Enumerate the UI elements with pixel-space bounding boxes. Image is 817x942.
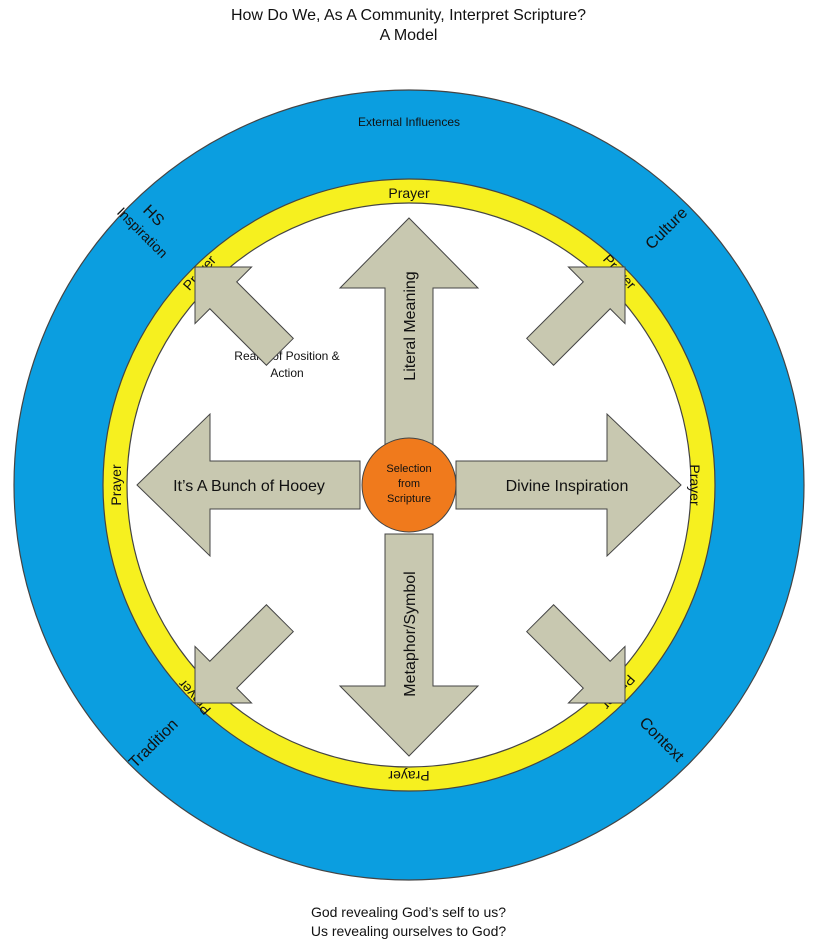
center-label-line1: Selection [386, 463, 431, 475]
center-label-line2: from [398, 478, 420, 490]
external-influences-label: External Influences [358, 115, 460, 129]
realm-label-line2: Action [270, 366, 303, 380]
bunch-of-hooey-arrow [136, 412, 361, 558]
literal-meaning-label: Literal Meaning [402, 271, 419, 380]
page-title: How Do We, As A Community, Interpret Scr… [230, 7, 587, 24]
culture-arrow [526, 266, 626, 366]
bunch-of-hooey-label: It’s A Bunch of Hooey [173, 478, 325, 495]
footer-question-2: Us revealing ourselves to God? [310, 923, 507, 939]
prayer-label-left: Prayer [108, 464, 124, 506]
prayer-label-right: Prayer [687, 464, 703, 506]
page-subtitle: A Model [379, 27, 438, 44]
realm-label-line1: Realm of Position & [234, 349, 339, 363]
prayer-label-top: Prayer [388, 185, 430, 201]
center-label-line3: Scripture [387, 493, 431, 505]
prayer-label-bottom: Prayer [388, 768, 430, 784]
tradition-arrow [194, 604, 294, 704]
divine-inspiration-label: Divine Inspiration [506, 478, 629, 495]
metaphor-symbol-label: Metaphor/Symbol [402, 571, 419, 696]
metaphor-symbol-arrow [338, 533, 480, 757]
footer-question-1: God revealing God’s self to us? [310, 904, 507, 920]
hs-inspiration-arrow [194, 266, 294, 366]
selection-from-scripture-circle [361, 437, 457, 533]
context-arrow [526, 604, 626, 704]
